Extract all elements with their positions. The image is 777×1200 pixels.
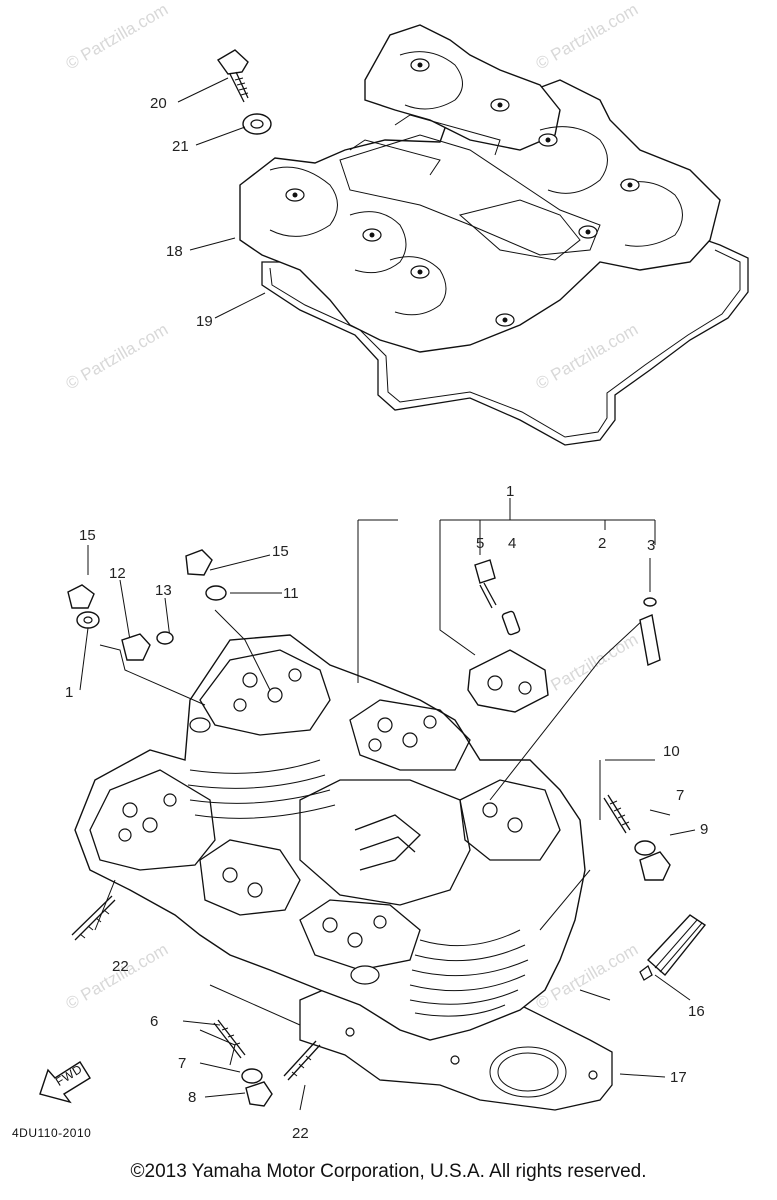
callout-20: 20 bbox=[150, 95, 167, 112]
parts-diagram: © Partzilla.com © Partzilla.com © Partzi… bbox=[12, 0, 749, 1142]
callout-4: 4 bbox=[508, 535, 516, 552]
callout-5: 5 bbox=[476, 535, 484, 552]
valve-rockers bbox=[118, 668, 523, 948]
callout-11: 11 bbox=[283, 585, 299, 602]
callout-19: 19 bbox=[196, 313, 213, 330]
callout-7: 7 bbox=[676, 787, 684, 804]
callout-15: 15 bbox=[79, 527, 96, 544]
watermark: © Partzilla.com bbox=[63, 940, 172, 1014]
cylinder-head-cover bbox=[239, 79, 721, 353]
copyright-notice: ©2013 Yamaha Motor Corporation, U.S.A. A… bbox=[130, 1161, 647, 1182]
callout-12: 12 bbox=[109, 565, 126, 582]
diagram-code: 4DU110-2010 bbox=[12, 1126, 91, 1140]
cylinder-head-assembly bbox=[74, 634, 613, 1111]
callout-10: 10 bbox=[663, 743, 680, 760]
callout-2: 2 bbox=[598, 535, 606, 552]
watermark: © Partzilla.com bbox=[533, 630, 642, 704]
cover-bolt-20 bbox=[216, 49, 249, 103]
callout-8: 8 bbox=[188, 1089, 196, 1106]
callout-22: 22 bbox=[292, 1125, 309, 1142]
cover-bolt-holes bbox=[285, 58, 640, 327]
callout-18: 18 bbox=[166, 243, 183, 260]
callout-1: 1 bbox=[506, 483, 514, 500]
watermark: © Partzilla.com bbox=[63, 320, 172, 394]
callout-15: 15 bbox=[272, 543, 289, 560]
callout-21: 21 bbox=[172, 138, 189, 155]
callout-1-left: 1 bbox=[65, 684, 73, 701]
watermark: © Partzilla.com bbox=[533, 0, 642, 73]
callout-9: 9 bbox=[700, 821, 708, 838]
callout-numbers: 20 21 18 19 1 5 4 2 3 15 15 12 13 11 1 1… bbox=[65, 95, 708, 1142]
cover-washer-21 bbox=[242, 113, 272, 135]
watermark: © Partzilla.com bbox=[533, 320, 642, 394]
callout-17: 17 bbox=[670, 1069, 687, 1086]
fwd-arrow-icon: FWD bbox=[39, 1061, 91, 1104]
callout-3: 3 bbox=[647, 537, 655, 554]
callout-13: 13 bbox=[155, 582, 172, 599]
callout-6: 6 bbox=[150, 1013, 158, 1030]
small-parts: FWD bbox=[39, 549, 707, 1107]
watermark: © Partzilla.com bbox=[63, 0, 172, 73]
callout-7: 7 bbox=[178, 1055, 186, 1072]
cylinder-head-cover-group bbox=[239, 24, 749, 446]
callout-22: 22 bbox=[112, 958, 129, 975]
callout-16: 16 bbox=[688, 1003, 705, 1020]
